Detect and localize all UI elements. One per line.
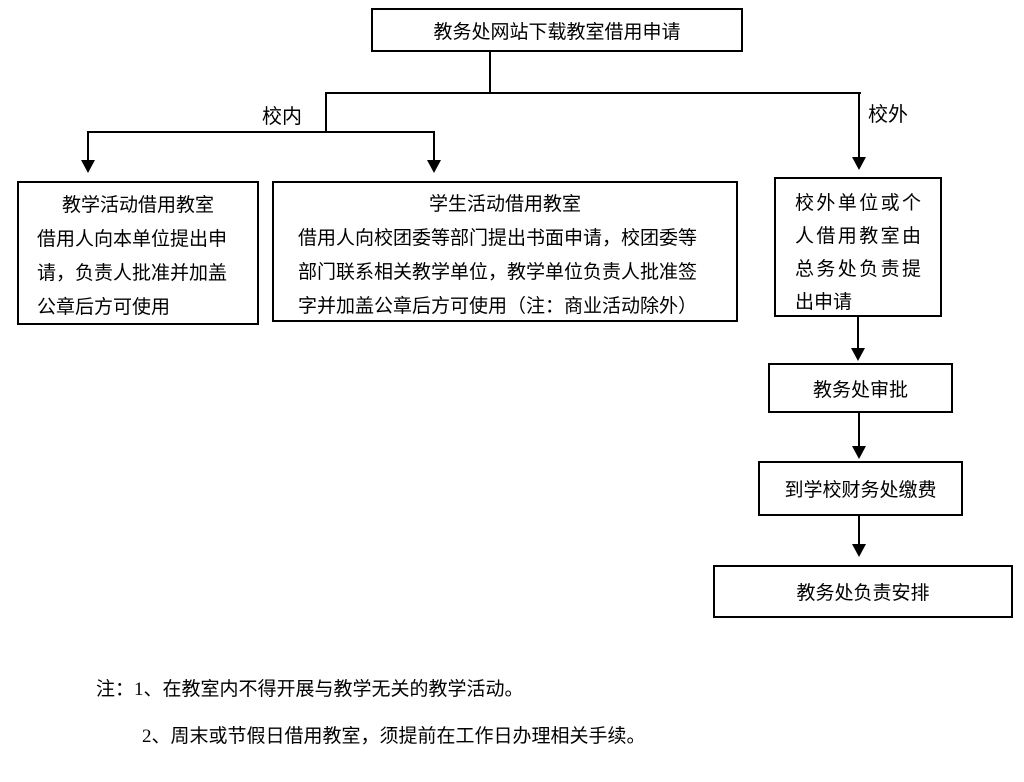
teaching-box: 教学活动借用教室 借用人向本单位提出申请，负责人批准并加盖公章后方可使用 [17,181,259,325]
student-box-title: 学生活动借用教室 [428,194,581,215]
arrow-arrangement-head [852,544,866,557]
external-box-body: 校外单位或个人借用教室由总务处负责提出申请 [795,193,921,313]
teaching-box-body: 借用人向本单位提出申请，负责人批准并加盖公章后方可使用 [37,229,228,318]
arrow-approval-head [851,348,865,361]
branch-label-external: 校外 [868,104,908,126]
connector-start-stem [489,52,491,93]
connector-main-branch [325,92,861,94]
arrow-external-head [852,157,866,170]
connector-internal-split [87,131,435,133]
arrangement-box: 教务处负责安排 [713,565,1013,618]
student-box-body: 借用人向校团委等部门提出书面申请，校团委等部门联系相关教学单位，教学单位负责人批… [298,228,698,317]
payment-box-label: 到学校财务处缴费 [784,480,937,501]
arrow-student-line [433,131,435,161]
payment-box: 到学校财务处缴费 [758,461,963,516]
connector-internal-stem [325,92,327,133]
arrow-student-head [427,160,441,173]
arrow-external-line [858,92,860,158]
approval-box-label: 教务处审批 [812,379,908,401]
branch-label-internal: 校内 [262,106,302,128]
student-box: 学生活动借用教室 借用人向校团委等部门提出书面申请，校团委等部门联系相关教学单位… [272,181,738,322]
arrow-arrangement-line [858,516,860,545]
arrow-payment-line [858,413,860,447]
external-box: 校外单位或个人借用教室由总务处负责提出申请 [774,177,942,317]
note-line-1: 注：1、在教室内不得开展与教学无关的教学活动。 [96,679,524,700]
arrow-teaching-line [87,131,89,161]
arrow-teaching-head [81,160,95,173]
start-box: 教务处网站下载教室借用申请 [371,8,743,52]
arrangement-box-label: 教务处负责安排 [796,583,930,604]
teaching-box-title: 教学活动借用教室 [61,195,214,216]
start-box-label: 教务处网站下载教室借用申请 [433,21,681,43]
note-line-2: 2、周末或节假日借用教室，须提前在工作日办理相关手续。 [142,726,646,747]
arrow-payment-head [852,446,866,459]
approval-box: 教务处审批 [768,363,953,413]
arrow-approval-line [857,316,859,349]
